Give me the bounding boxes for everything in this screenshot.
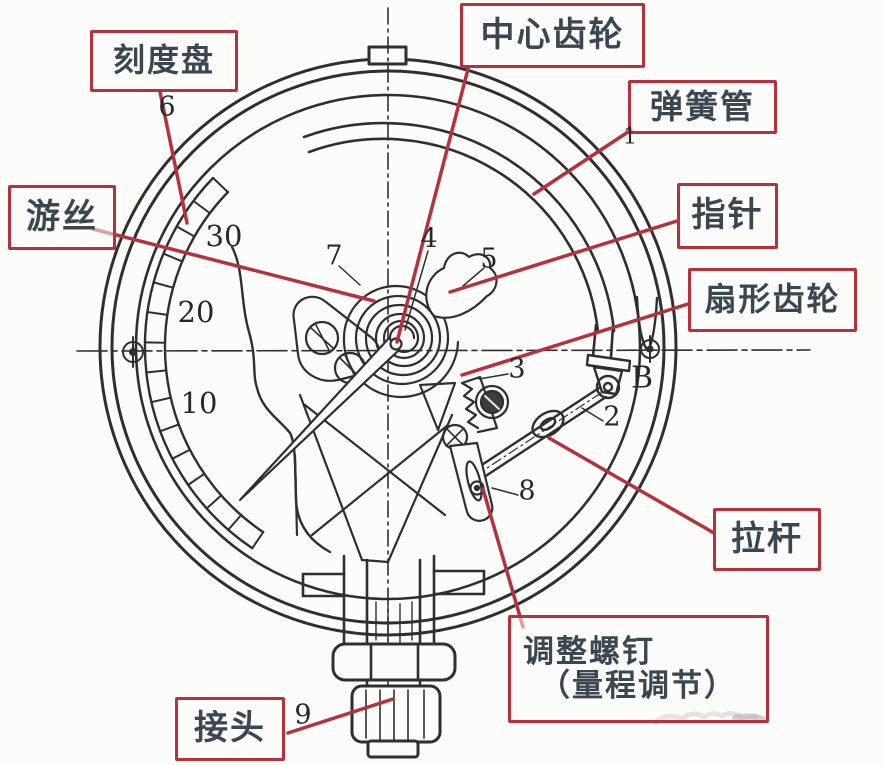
- scale-value-10: 10: [180, 386, 218, 420]
- part-number-B: B: [630, 360, 654, 396]
- callout-link-rod-label: 拉杆: [731, 519, 803, 558]
- callout-adjust-screw: 调整螺钉 （量程调节）: [508, 615, 769, 723]
- sector-gear-part: [441, 375, 510, 522]
- leader-dial-plate: [158, 90, 189, 225]
- part-number-6: 6: [158, 91, 176, 123]
- part-number-3: 3: [508, 353, 526, 385]
- case-screws: [122, 335, 660, 368]
- callout-connector: 接头: [175, 697, 285, 761]
- callout-hairspring: 游丝: [8, 185, 116, 250]
- bourdon-tube-arc: [302, 121, 616, 359]
- leader-link-rod: [547, 436, 716, 535]
- callout-bourdon-tube-label: 弹簧管: [650, 87, 755, 125]
- leader-connector: [286, 697, 395, 735]
- callout-connector-label: 接头: [194, 709, 266, 748]
- callout-pointer-label: 指针: [691, 196, 764, 235]
- part-number-1: 1: [623, 124, 637, 150]
- callout-center-gear-label: 中心齿轮: [480, 15, 625, 54]
- dial-cut-edge: [230, 245, 332, 554]
- leader-hairspring: [91, 227, 376, 303]
- plate-braces: [293, 381, 457, 564]
- callout-adjust-screw-line2: （量程调节）: [539, 668, 737, 703]
- callout-dial-plate: 刻度盘: [90, 30, 238, 92]
- leader-adjust-screw: [481, 487, 525, 629]
- leader-center-gear: [395, 67, 470, 344]
- tube-end-fixture: [585, 295, 659, 400]
- scale-value-30: 30: [205, 219, 243, 253]
- link-rod-part: [466, 386, 608, 485]
- part-number-9: 9: [294, 699, 312, 731]
- callout-adjust-screw-line1: 调整螺钉: [523, 633, 655, 669]
- pointer-needle: [238, 251, 498, 502]
- callout-center-gear: 中心齿轮: [460, 3, 645, 68]
- callout-dial-plate-label: 刻度盘: [112, 42, 215, 79]
- hairspring-spiral: [342, 284, 460, 399]
- part-number-8: 8: [518, 475, 536, 507]
- leader-pointer: [448, 219, 679, 294]
- callout-link-rod: 拉杆: [713, 508, 821, 571]
- stem-connector: [301, 554, 486, 759]
- part-number-7: 7: [325, 240, 343, 272]
- part-number-leaders: [338, 250, 604, 496]
- callout-hairspring-label: 游丝: [26, 197, 98, 236]
- callout-pointer: 指针: [677, 183, 778, 249]
- part-number-4: 4: [420, 223, 438, 255]
- dial-scale-band: [143, 176, 265, 550]
- callout-bourdon-tube: 弹簧管: [628, 80, 777, 134]
- callout-sector-gear-label: 扇形齿轮: [704, 281, 841, 318]
- part-number-5: 5: [480, 243, 498, 275]
- part-number-2: 2: [603, 401, 621, 433]
- leader-sector-gear: [460, 302, 690, 377]
- callout-sector-gear: 扇形齿轮: [688, 268, 857, 332]
- callout-leader-lines: [91, 67, 716, 735]
- scale-value-20: 20: [177, 295, 215, 329]
- leader-bourdon-tube: [532, 128, 633, 196]
